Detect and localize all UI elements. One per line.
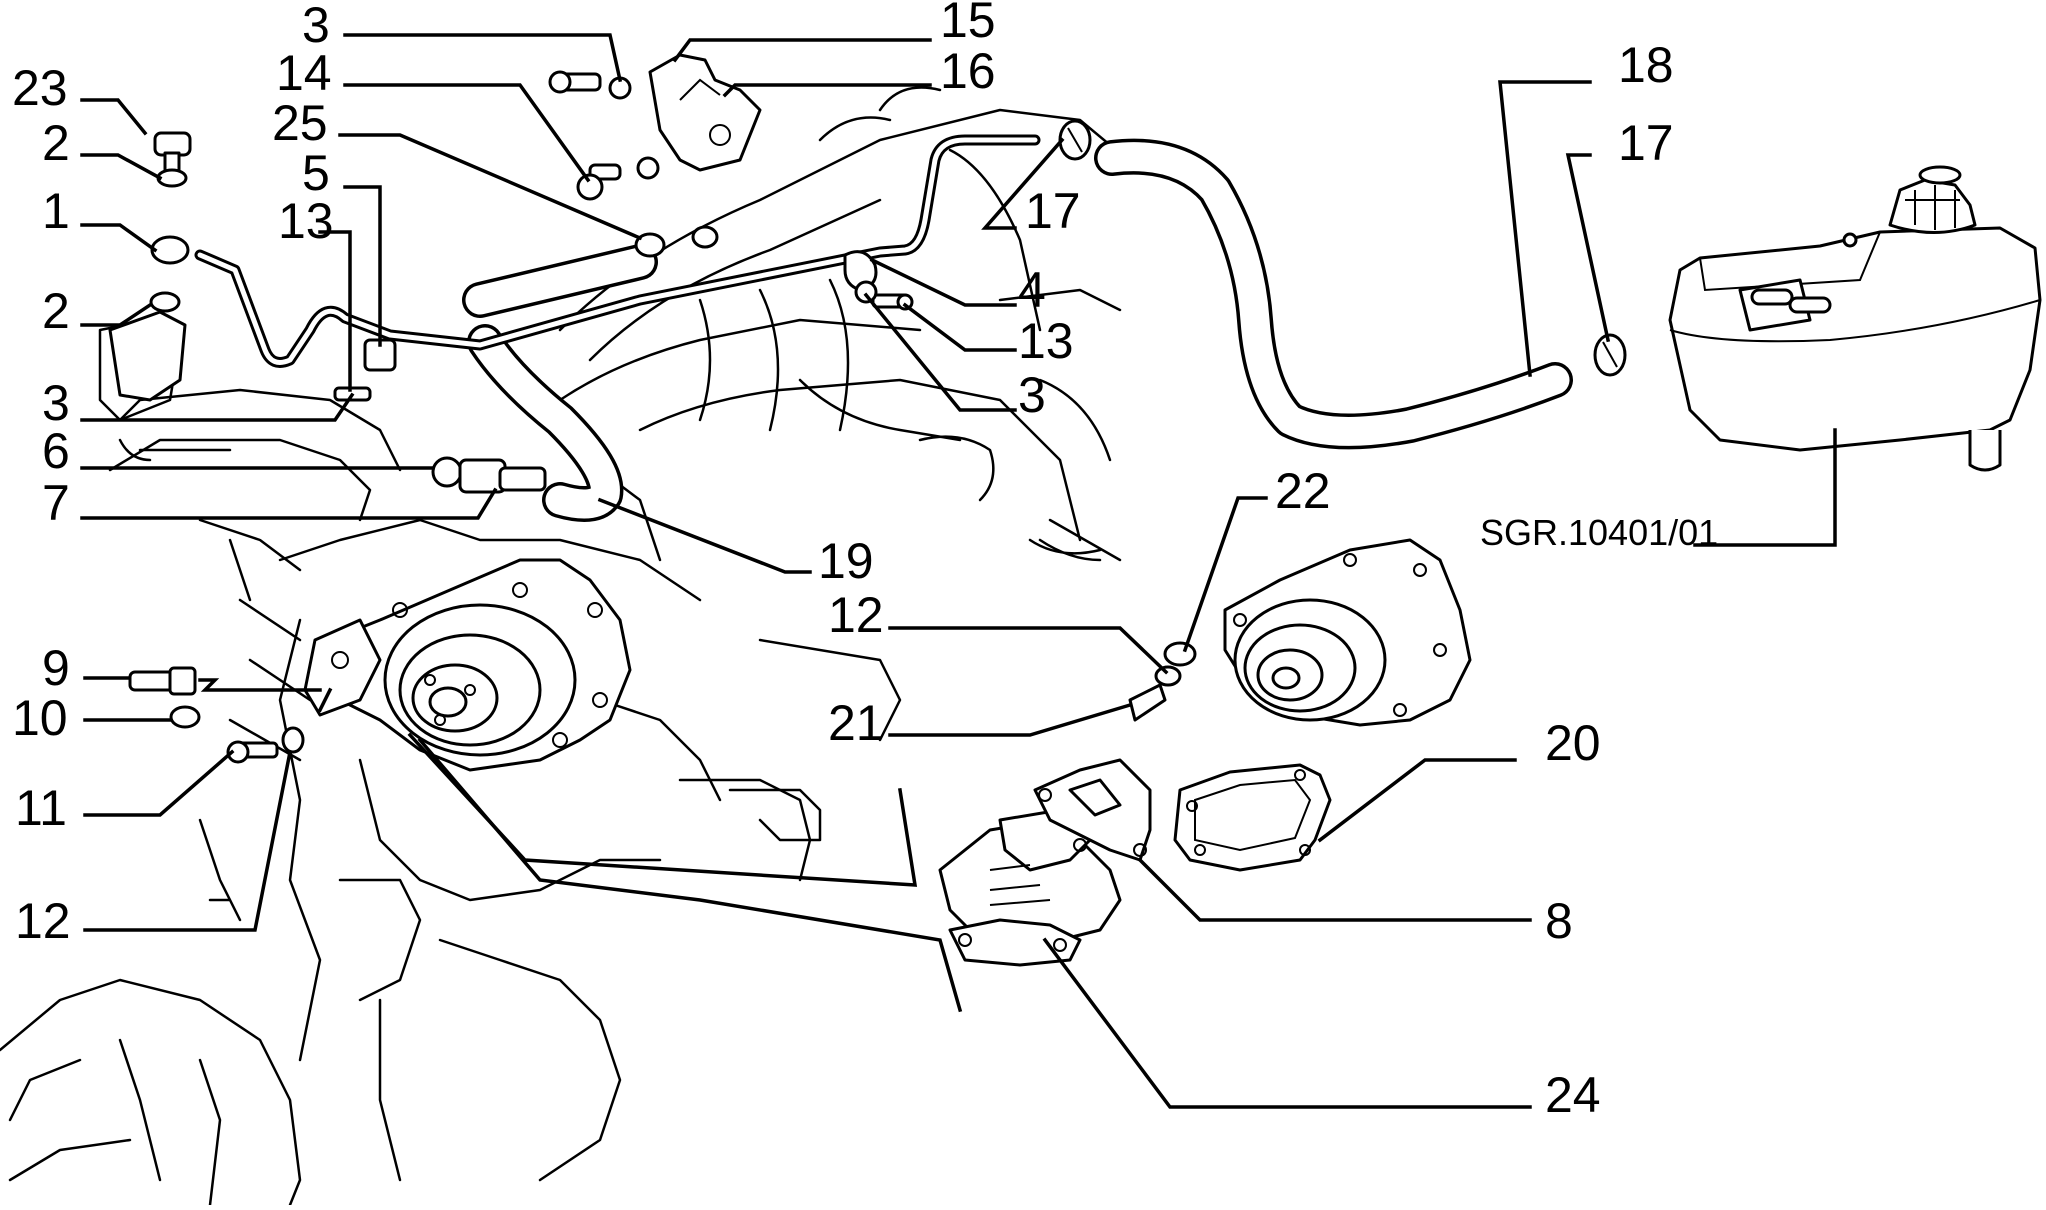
- callout-20: 20: [1545, 715, 1601, 771]
- callout-6: 6: [42, 423, 70, 479]
- callout-12: 12: [15, 893, 71, 949]
- coolant-hose-lower: [462, 244, 658, 522]
- coolant-hose-large: [1094, 138, 1573, 450]
- callout-2: 2: [42, 115, 70, 171]
- thermostat-flange: [1033, 758, 1152, 862]
- callout-17: 17: [1618, 115, 1674, 171]
- callout-21: 21: [828, 695, 884, 751]
- callout-3: 3: [42, 375, 70, 431]
- callout-5: 5: [302, 145, 330, 201]
- callout-16: 16: [940, 43, 996, 99]
- callout-24: 24: [1545, 1067, 1601, 1123]
- callout-11: 11: [15, 780, 67, 836]
- callout-3: 3: [1018, 367, 1046, 423]
- callout-1: 1: [42, 183, 70, 239]
- callout-19: 19: [818, 533, 874, 589]
- rigid-coolant-pipe: [194, 134, 1041, 368]
- callout-14: 14: [276, 45, 332, 101]
- callout-13: 13: [278, 193, 334, 249]
- callout-9: 9: [42, 640, 70, 696]
- leader-lines: [80, 33, 1837, 1109]
- callout-labels: 23 2 1 2 3 6 7 3 14 25 5 13 15 16 17 18 …: [12, 0, 1718, 1123]
- callout-8: 8: [1545, 893, 1573, 949]
- reference-code: SGR.10401/01: [1480, 512, 1718, 553]
- callout-15: 15: [940, 0, 996, 48]
- callout-22: 22: [1275, 463, 1331, 519]
- expansion-tank: [1668, 165, 2042, 472]
- callout-25: 25: [272, 95, 328, 151]
- callout-2: 2: [42, 283, 70, 339]
- callout-17: 17: [1025, 183, 1081, 239]
- callout-3: 3: [302, 0, 330, 53]
- engine-block-drawing: [0, 86, 1142, 1207]
- callout-12: 12: [828, 587, 884, 643]
- water-pump: [303, 558, 632, 772]
- callout-23: 23: [12, 60, 68, 116]
- callout-4: 4: [1018, 262, 1046, 318]
- water-pump-right: [1223, 538, 1472, 727]
- callout-10: 10: [12, 690, 68, 746]
- callout-18: 18: [1618, 37, 1674, 93]
- thermostat-housing: [938, 808, 1122, 967]
- gasket: [1173, 763, 1332, 872]
- callout-13: 13: [1018, 313, 1074, 369]
- callout-7: 7: [42, 475, 70, 531]
- fasteners: [108, 53, 1627, 764]
